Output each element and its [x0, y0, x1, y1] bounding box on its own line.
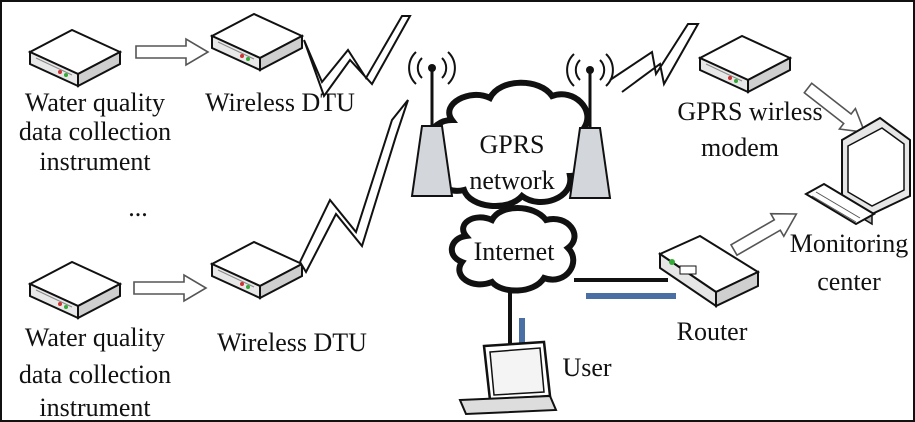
dtu-device-icon: [211, 13, 303, 71]
cloud-icon: [449, 205, 578, 294]
laptop-icon: [458, 340, 558, 416]
monitoring-center-label-line1: Monitoring: [790, 229, 908, 258]
gprs-network-label-line1: GPRS: [479, 130, 544, 159]
lightning-link-icon: [609, 23, 700, 93]
data-device-icon: [29, 261, 121, 319]
arrow-icon: [135, 38, 209, 66]
keyboard-icon: [804, 182, 876, 226]
sensor-top-label-line3: instrument: [39, 147, 151, 176]
lightning-link-icon: [299, 99, 409, 275]
lightning-link-icon: [303, 15, 412, 99]
router-label: Router: [677, 317, 748, 346]
internet-label: Internet: [474, 237, 556, 266]
sensor-top-label-line2: data collection: [19, 117, 171, 146]
sensor-top-label-line1: Water quality: [25, 88, 165, 117]
user-label: User: [562, 353, 611, 382]
data-device-icon: [29, 29, 121, 87]
modem-label-line1: GPRS wirless: [677, 97, 822, 126]
dtu-device-icon: [211, 241, 303, 299]
router-icon: [657, 234, 761, 308]
ellipsis-label: ...: [128, 193, 148, 222]
sensor-bottom-label-line1: Water quality: [25, 323, 165, 352]
modem-label-line2: modem: [701, 133, 779, 162]
dtu-top-label: Wireless DTU: [205, 88, 355, 117]
dtu-device-icon: [699, 35, 791, 93]
sensor-bottom-label-line3: instrument: [39, 393, 151, 422]
arrow-icon: [133, 274, 207, 302]
monitoring-center-label-line2: center: [817, 267, 881, 296]
gprs-network-label-line2: network: [469, 166, 554, 195]
sensor-bottom-label-line2: data collection: [19, 360, 171, 389]
dtu-bottom-label: Wireless DTU: [217, 328, 367, 357]
